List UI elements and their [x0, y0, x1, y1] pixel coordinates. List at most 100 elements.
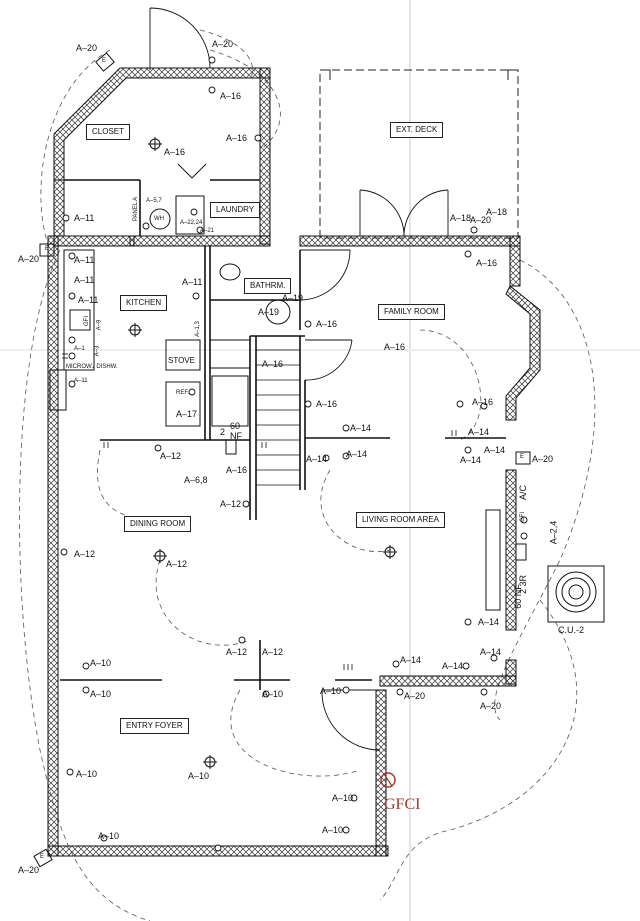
room-label-bathroom: BATHRM. [244, 278, 292, 294]
circuit-label: A–14 [306, 454, 328, 464]
circuit-label: A–14 [400, 655, 422, 665]
circuit-label: A–18 [486, 207, 508, 217]
circuit-label: A–10 [90, 658, 112, 668]
circuit-label: A–5,7 [146, 198, 162, 204]
ext-markers [33, 52, 531, 868]
kitchen-counter [49, 195, 501, 611]
circuit-label: A–10 [262, 689, 284, 699]
circuit-label: A–16 [226, 133, 248, 143]
circuit-label: A–16 [262, 359, 284, 369]
panel-rating-60: 60 [230, 421, 241, 431]
circuit-label: A–14 [346, 449, 368, 459]
circuit-label: A–12 [160, 451, 182, 461]
ac-panel-pole: 2 3R [518, 574, 529, 595]
circuit-label: A–10 [322, 825, 344, 835]
room-label-ext-deck: EXT. DECK [390, 122, 444, 138]
room-label-entry-foyer: ENTRY FOYER [120, 718, 189, 734]
circuit-label: A–16 [476, 258, 498, 268]
panel-pole: 2 [220, 427, 226, 437]
circuit-label: A–10 [188, 771, 210, 781]
circuit-label: A–12 [74, 549, 96, 559]
circuit-label: A–12 [262, 647, 284, 657]
switch-marks [62, 353, 457, 670]
circuit-label: A–14 [478, 617, 500, 627]
circuit-label: A–20 [18, 865, 40, 875]
toilet-bowl [265, 299, 291, 325]
ext-marker-e: E [40, 854, 45, 860]
circuit-label: A–10 [90, 689, 112, 699]
gfi-label: GFI [520, 512, 526, 522]
ext-marker-e: E [45, 246, 50, 252]
room-label-family-room: FAMILY ROOM [378, 304, 445, 320]
circuit-label: A–11 [182, 277, 203, 287]
circuit-label: A–2,4 [548, 520, 559, 545]
room-label-living-room: LIVING ROOM AREA [356, 512, 445, 528]
circuit-label: A–6,8 [184, 475, 208, 485]
circuit-label: A–20 [212, 39, 234, 49]
wh-label: WH [154, 216, 164, 222]
circuit-label: A–20 [532, 454, 554, 464]
circuit-label: A–11 [74, 275, 95, 285]
gfi-label-kitchen: GFI [84, 316, 90, 326]
circuit-label: A–20 [480, 701, 502, 711]
circuit-label: A–14 [460, 455, 482, 465]
panel-a [225, 439, 237, 455]
room-label-laundry: LAUNDRY [210, 202, 261, 218]
circuit-label: A–16 [316, 399, 338, 409]
stove-label: STOVE [168, 356, 195, 365]
circuit-label: A–14 [468, 427, 490, 437]
circuit-runs [19, 29, 596, 921]
circuit-label: A–19 [258, 307, 280, 317]
circuit-label: A–11 [74, 255, 95, 265]
condenser-unit [547, 565, 605, 623]
circuit-label: A–16 [316, 319, 338, 329]
stairs [256, 349, 300, 486]
circuit-label: A–12 [226, 647, 248, 657]
circuit-label: A–20 [18, 254, 40, 264]
panel-rating-nf: NF [230, 431, 242, 441]
circuit-label: A–16 [220, 91, 242, 101]
outlets [60, 56, 528, 852]
circuit-label: A–19 [282, 293, 304, 303]
circuit-label: A–1 [74, 346, 85, 352]
microwave-label: MICROW./ DISHW. [66, 364, 118, 370]
ac-label: A/C [518, 484, 529, 501]
bath-sink [219, 263, 241, 281]
ext-deck-outline [319, 69, 519, 239]
circuit-label: A–1,3 [194, 321, 201, 337]
ext-marker-e: E [102, 58, 107, 64]
circuit-label: A–11 [74, 378, 88, 384]
circuit-label: A–17 [176, 409, 198, 419]
circuit-label: A–18 [450, 213, 472, 223]
room-label-dining-room: DINING ROOM [124, 516, 192, 532]
circuit-label: A–16 [472, 397, 494, 407]
circuit-label: A–16 [384, 342, 406, 352]
circuit-label: A–12 [166, 559, 188, 569]
condenser-label: C.U.-2 [558, 625, 585, 635]
panel-a-label: PANEL A [133, 196, 140, 222]
circuit-label: A–14 [442, 661, 464, 671]
circuit-label: A–14 [480, 647, 502, 657]
circuit-label: A–22,24 [180, 220, 203, 226]
circuit-label: A–12 [220, 499, 242, 509]
circuit-label: A–11 [74, 213, 95, 223]
circuit-label: A–20 [404, 691, 426, 701]
panel-ac [515, 543, 527, 561]
circuit-label: A–9 [96, 319, 103, 331]
circuit-label: A–14 [484, 445, 506, 455]
circuit-label: A–21 [200, 228, 215, 234]
circuit-label: A–10 [332, 793, 354, 803]
circuit-label: A–20 [76, 43, 98, 53]
room-label-closet: CLOSET [86, 124, 131, 140]
circuit-label: A–16 [164, 147, 186, 157]
circuit-label: A–10 [98, 831, 120, 841]
gfci-handwritten-circle [380, 772, 396, 788]
circuit-label: A–3 [94, 345, 101, 357]
ext-marker-e: E [520, 454, 525, 460]
circuit-label: A–10 [76, 769, 98, 779]
gfci-handwritten-note: GFCI [384, 796, 421, 813]
circuit-label: A–10 [320, 686, 342, 696]
interior-walls [60, 179, 506, 690]
circuit-label: A–11 [78, 295, 99, 305]
